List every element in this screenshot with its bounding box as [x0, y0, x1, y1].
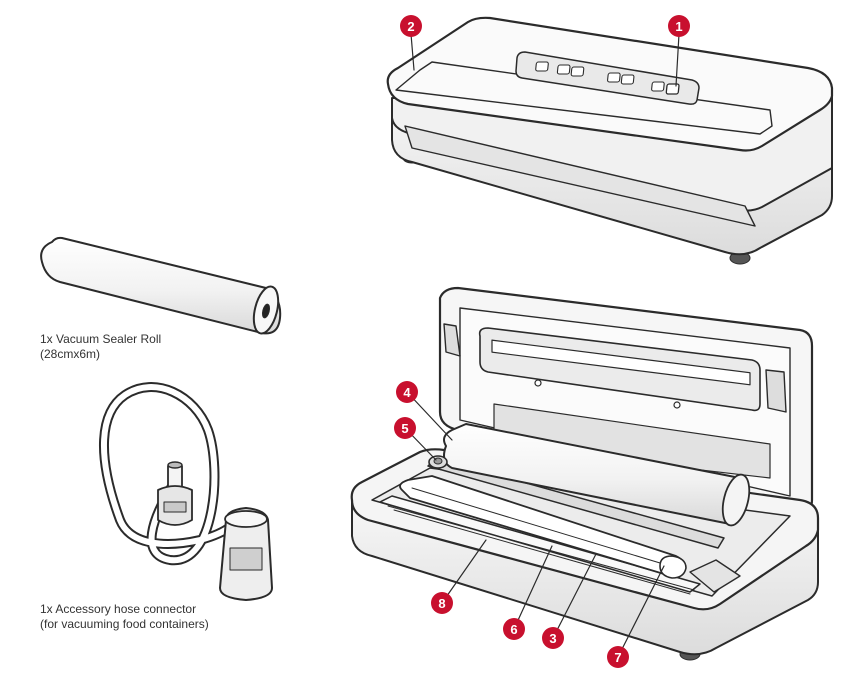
- sealer-lid-edge: [395, 61, 773, 135]
- panel-button: [620, 74, 635, 85]
- closed-sealer-illustration: [386, 16, 834, 265]
- lid-hinge-right: [765, 369, 787, 413]
- roll-core-hole: [261, 303, 271, 319]
- svg-text:3: 3: [549, 631, 556, 646]
- svg-text:2: 2: [407, 19, 414, 34]
- open-sealer-illustration: [350, 286, 820, 661]
- leader-line: [552, 553, 597, 639]
- svg-text:6: 6: [510, 622, 517, 637]
- sealing-strip: [379, 495, 701, 593]
- panel-button: [570, 66, 585, 77]
- panel-button: [556, 64, 571, 75]
- lid-screw: [673, 401, 681, 409]
- drip-tray-slot: [659, 555, 687, 579]
- lid-screw: [534, 379, 542, 387]
- roll-caption-line1: 1x Vacuum Sealer Roll: [40, 332, 162, 346]
- power-button: [665, 83, 680, 95]
- svg-text:8: 8: [438, 596, 445, 611]
- panel-button: [535, 61, 549, 72]
- callout-markers: 1 2 3 4 5 6 7 8: [394, 15, 690, 668]
- svg-text:4: 4: [403, 385, 411, 400]
- panel-button: [651, 81, 665, 92]
- svg-text:7: 7: [614, 650, 621, 665]
- roll-caption-line2: (28cmx6m): [40, 347, 101, 361]
- leader-line: [675, 33, 680, 87]
- roll-caption: 1x Vacuum Sealer Roll (28cmx6m): [40, 332, 161, 362]
- inner-roll-end: [721, 473, 751, 527]
- marker-8: 8: [431, 592, 453, 614]
- leader-line: [441, 539, 487, 604]
- leader-line: [513, 545, 553, 630]
- marker-6: 6: [503, 618, 525, 640]
- side-compartment: [689, 559, 741, 593]
- hose-caption-line1: 1x Accessory hose connector: [40, 602, 197, 616]
- hose-caption-line2: (for vacuuming food containers): [40, 617, 209, 631]
- leader-line: [410, 33, 415, 71]
- accessory-hose-illustration: [99, 382, 273, 601]
- marker-5: 5: [394, 417, 416, 439]
- roll-body: [40, 236, 282, 335]
- lid-hinge-left: [443, 323, 461, 357]
- marker-1: 1: [668, 15, 690, 37]
- svg-text:1: 1: [675, 19, 682, 34]
- leader-line: [617, 565, 665, 658]
- hose-caption: 1x Accessory hose connector (for vacuumi…: [40, 602, 209, 632]
- marker-2: 2: [400, 15, 422, 37]
- marker-3: 3: [542, 627, 564, 649]
- marker-4: 4: [396, 381, 418, 403]
- marker-7: 7: [607, 646, 629, 668]
- svg-text:5: 5: [401, 421, 408, 436]
- panel-button: [607, 72, 621, 83]
- sealer-front-groove: [404, 125, 756, 227]
- vacuum-roll-illustration: [40, 236, 282, 335]
